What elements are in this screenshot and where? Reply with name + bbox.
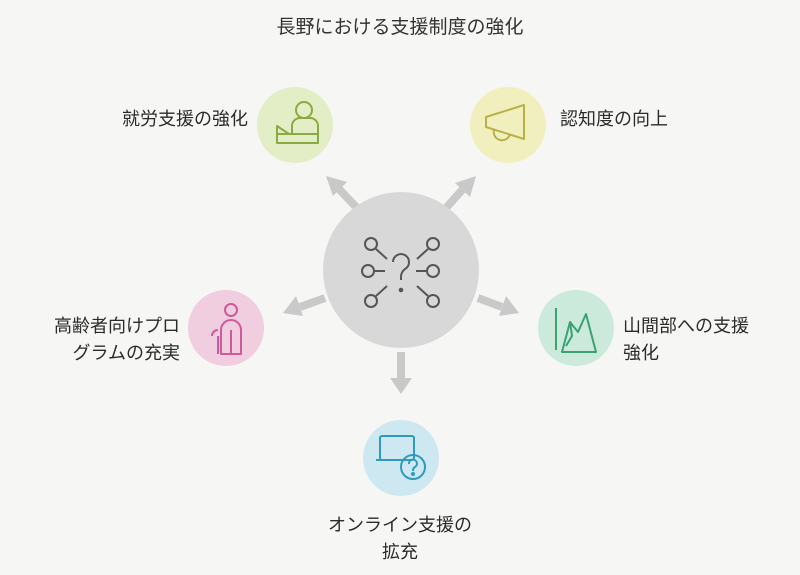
arrow-to-online bbox=[390, 352, 412, 394]
center-node bbox=[323, 192, 479, 348]
node-online bbox=[363, 420, 439, 496]
label-mountain: 山間部への支援 強化 bbox=[623, 316, 749, 364]
elderly-person-icon bbox=[211, 303, 242, 355]
node-mountain bbox=[538, 290, 614, 366]
arrow-to-elderly bbox=[283, 294, 327, 316]
label-awareness: 認知度の向上 bbox=[560, 109, 668, 130]
label-elderly: 高齢者向けプロ グラムの充実 bbox=[54, 316, 180, 364]
label-online: オンライン支援の 拡充 bbox=[328, 515, 472, 563]
arrow-to-mountain bbox=[476, 294, 519, 316]
laptop-question-icon bbox=[376, 435, 426, 480]
arrow-to-awareness bbox=[443, 176, 476, 211]
label-employment: 就労支援の強化 bbox=[122, 109, 248, 130]
employment-support-icon bbox=[276, 101, 319, 144]
node-employment bbox=[257, 87, 333, 163]
megaphone-icon bbox=[485, 104, 525, 142]
node-awareness bbox=[470, 87, 546, 163]
question-network-icon bbox=[361, 237, 440, 308]
mountain-icon bbox=[555, 308, 597, 353]
diagram-title: 長野における支援制度の強化 bbox=[276, 16, 524, 38]
node-elderly bbox=[188, 290, 264, 366]
arrow-to-employment bbox=[326, 176, 360, 211]
arrows bbox=[283, 176, 519, 394]
